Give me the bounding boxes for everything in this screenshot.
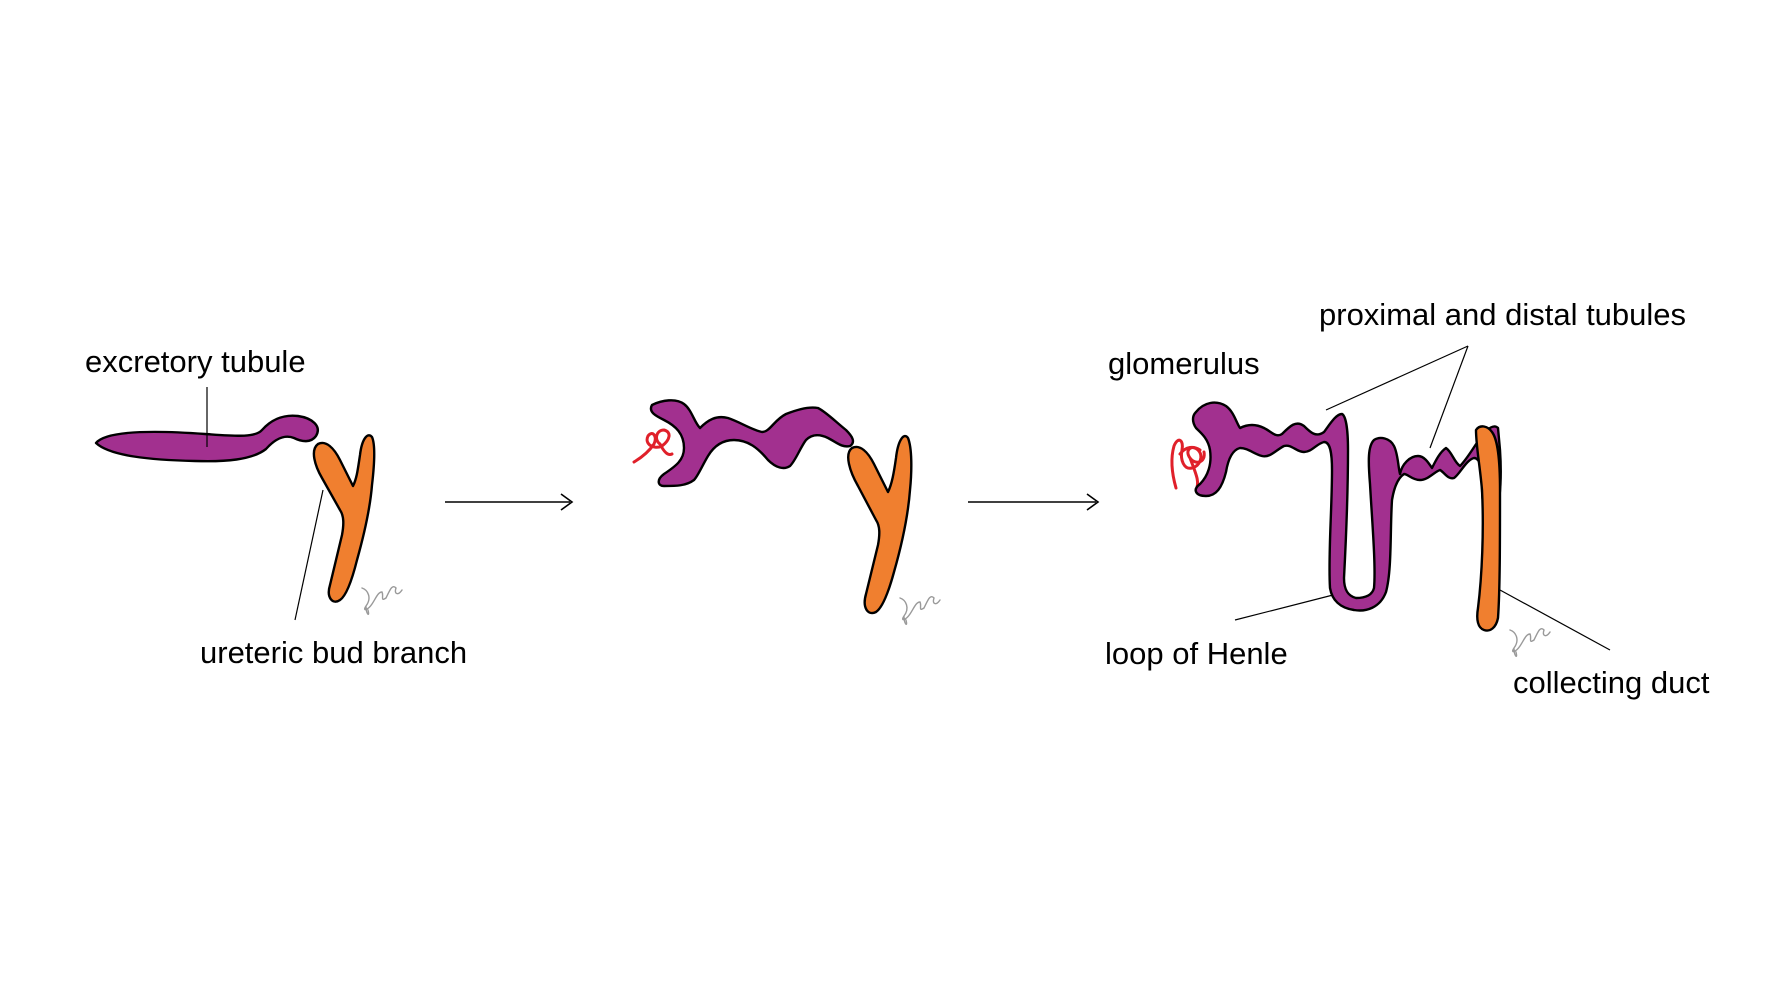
label-glomerulus: glomerulus <box>1108 346 1260 381</box>
leader-distal-tubule <box>1429 345 1469 449</box>
leader-lines <box>206 345 1611 651</box>
early-glomerulus-tuft <box>632 428 674 464</box>
s-shaped-body-shape <box>649 399 855 488</box>
artist-signature-mark-3 <box>1509 628 1551 658</box>
label-proximal-distal-tubules: proximal and distal tubules <box>1319 297 1686 332</box>
stage-1 <box>94 414 403 616</box>
artist-signature-mark <box>361 586 403 616</box>
leader-proximal-tubule <box>1325 345 1469 411</box>
label-loop-of-henle: loop of Henle <box>1105 636 1288 671</box>
mature-nephron-tubule-shape <box>1191 401 1502 612</box>
labels: excretory tubule ureteric bud branch glo… <box>85 297 1710 700</box>
ureteric-bud-branch-shape <box>312 434 376 603</box>
leader-ureteric-bud <box>294 489 324 621</box>
label-collecting-duct: collecting duct <box>1513 665 1710 700</box>
leader-collecting-duct <box>1499 589 1611 651</box>
ureteric-bud-branch-shape-2 <box>847 434 913 615</box>
glomerulus-tuft <box>1170 438 1206 492</box>
artist-signature-mark-2 <box>899 596 941 626</box>
arrow-stage-2-to-3 <box>968 493 1100 511</box>
label-ureteric-bud-branch: ureteric bud branch <box>200 635 467 670</box>
leader-loop-of-henle <box>1234 594 1334 621</box>
label-excretory-tubule: excretory tubule <box>85 344 306 379</box>
collecting-duct-shape <box>1474 425 1502 632</box>
stage-2 <box>632 399 941 626</box>
stage-3 <box>1170 401 1551 658</box>
arrow-stage-1-to-2 <box>445 493 574 511</box>
